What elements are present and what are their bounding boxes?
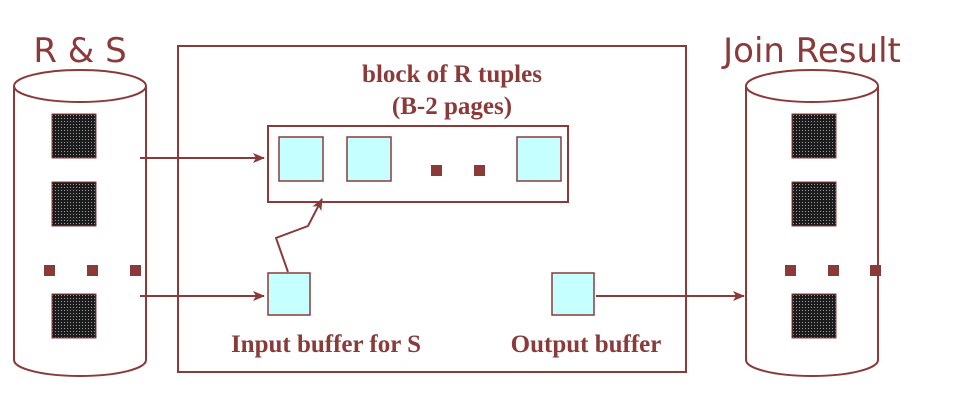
left-disk-label: R & S [33,31,126,71]
right-disk-page-2 [791,181,837,227]
right-disk-ellipsis-dot-3 [870,265,881,276]
right-disk-top [745,69,879,103]
right-disk-body [745,86,879,377]
r-block-page-1 [278,136,324,182]
left-disk-page-2 [51,181,97,227]
right-disk: Join Result [721,31,901,377]
r-block-ellipsis-dot-2 [474,165,485,176]
block-title-line1: block of R tuples [362,61,542,88]
output-buffer [551,272,595,316]
main-memory-frame [177,45,687,373]
input-buffer-s [267,272,311,316]
left-disk-page-3 [51,293,97,339]
right-disk-page-1 [791,113,837,159]
r-block-page-2 [346,136,392,182]
input-buffer-label: Input buffer for S [231,331,421,358]
left-disk: R & S [13,31,147,377]
right-disk-page-3 [791,293,837,339]
output-buffer-label: Output buffer [511,331,662,358]
main-memory-box: block of R tuples (B-2 pages) Input buff… [177,45,687,373]
left-disk-ellipsis-dot-1 [44,265,55,276]
left-disk-body [13,86,147,377]
r-block-ellipsis-dot-1 [431,165,442,176]
right-disk-ellipsis-dot-2 [828,265,839,276]
left-disk-ellipsis-dot-3 [130,265,141,276]
left-disk-top [13,69,147,103]
r-block-buffer [267,125,569,203]
left-disk-page-1 [51,113,97,159]
match-arrow [274,198,323,273]
right-disk-label: Join Result [721,31,901,71]
block-title-line2: (B-2 pages) [392,93,512,120]
r-block-page-3 [516,136,562,182]
right-disk-ellipsis-dot-1 [785,265,796,276]
left-disk-ellipsis-dot-2 [87,265,98,276]
